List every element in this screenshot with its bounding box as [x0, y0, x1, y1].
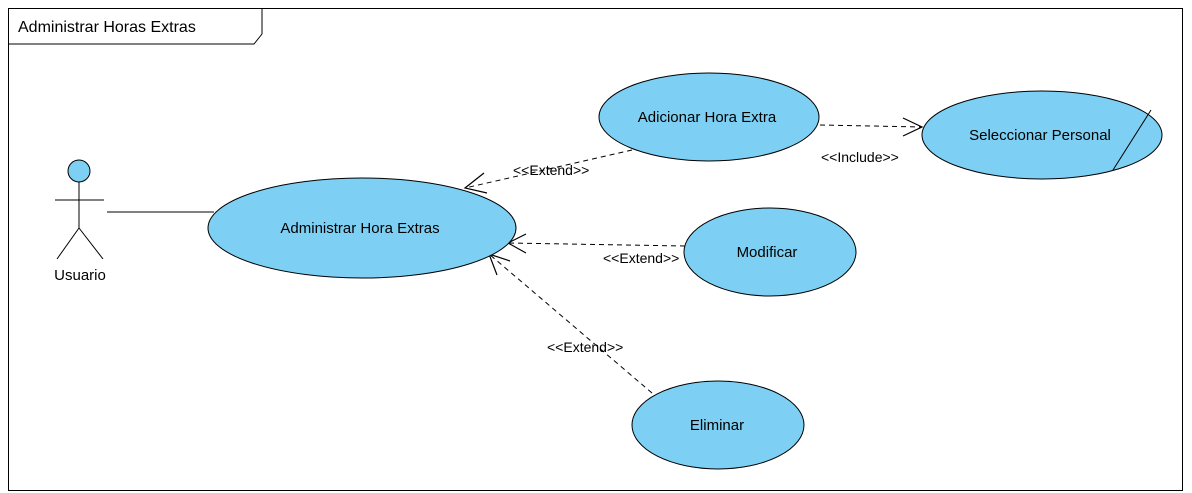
- use-case-seleccionar-label: Seleccionar Personal: [969, 127, 1111, 144]
- include-connector: [819, 124, 923, 128]
- use-case-eliminar-label: Eliminar: [690, 417, 744, 434]
- extend-label-modify: <<Extend>>: [603, 250, 679, 266]
- diagram-frame: [8, 8, 1183, 491]
- frame-title-tab: [8, 8, 263, 45]
- extend-connector-modify: [507, 242, 686, 247]
- use-case-modificar-label: Modificar: [737, 244, 798, 261]
- use-case-seleccionar-shape: [921, 90, 1163, 180]
- actor-right-leg: [78, 227, 104, 260]
- include-label: <<Include>>: [821, 149, 899, 165]
- use-case-modificar[interactable]: Modificar: [683, 207, 857, 297]
- use-case-administrar[interactable]: Administrar Hora Extras: [207, 177, 517, 279]
- use-case-eliminar[interactable]: Eliminar: [631, 380, 805, 470]
- use-case-adicionar-shape: [598, 72, 820, 162]
- actor-label: Usuario: [54, 267, 106, 284]
- extend-connector-delete: [488, 253, 653, 394]
- extend-label-add: <<Extend>>: [513, 162, 589, 178]
- use-case-administrar-shape: [207, 177, 517, 279]
- use-case-eliminar-shape: [631, 380, 805, 470]
- use-case-seleccionar-slash: [1112, 109, 1152, 171]
- use-case-adicionar[interactable]: Adicionar Hora Extra: [598, 72, 820, 162]
- extend-connector-add: [464, 149, 633, 189]
- extend-arrowhead-add: [463, 172, 488, 194]
- use-case-seleccionar[interactable]: Seleccionar Personal: [921, 90, 1163, 180]
- use-case-adicionar-label: Adicionar Hora Extra: [638, 109, 777, 126]
- extend-label-delete: <<Extend>>: [547, 339, 623, 355]
- actor-left-leg: [56, 227, 80, 260]
- use-case-administrar-label: Administrar Hora Extras: [280, 220, 439, 237]
- actor-usuario[interactable]: Usuario: [54, 159, 106, 284]
- frame-title: Administrar Horas Extras: [18, 19, 196, 36]
- use-case-modificar-shape: [683, 207, 857, 297]
- actor-head: [67, 159, 91, 183]
- include-arrowhead: [902, 117, 924, 137]
